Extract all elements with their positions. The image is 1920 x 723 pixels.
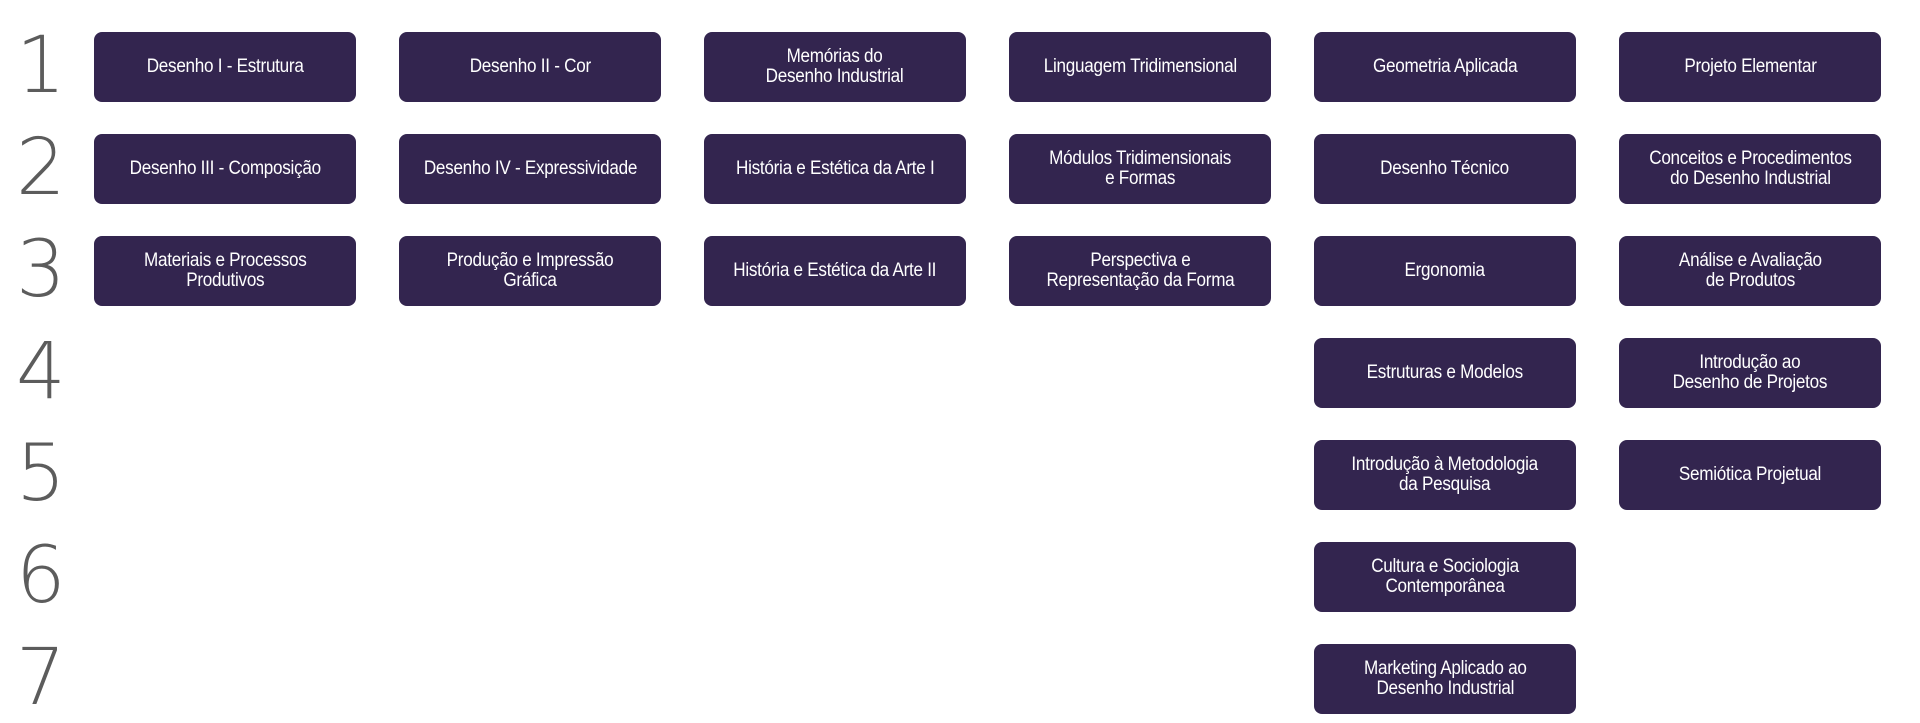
course-card[interactable]: Marketing Aplicado ao Desenho Industrial: [1314, 644, 1576, 714]
course-card[interactable]: Perspectiva e Representação da Forma: [1009, 236, 1271, 306]
course-card[interactable]: Memórias do Desenho Industrial: [704, 32, 966, 102]
row-number-5: 5: [16, 429, 66, 519]
course-card[interactable]: Introdução à Metodologia da Pesquisa: [1314, 440, 1576, 510]
course-label: Desenho II - Cor: [469, 56, 591, 77]
course-label: Cultura e Sociologia Contemporânea: [1371, 556, 1519, 597]
course-label: Materiais e Processos Produtivos: [143, 250, 307, 291]
course-label: Desenho IV - Expressividade: [423, 158, 637, 179]
course-card[interactable]: Desenho Técnico: [1314, 134, 1576, 204]
course-card[interactable]: Introdução ao Desenho de Projetos: [1619, 338, 1881, 408]
course-label: Introdução à Metodologia da Pesquisa: [1351, 454, 1539, 495]
course-label: Desenho Técnico: [1380, 158, 1510, 179]
course-label: História e Estética da Arte II: [733, 260, 937, 281]
course-label: Estruturas e Modelos: [1366, 362, 1524, 383]
course-card[interactable]: Análise e Avaliação de Produtos: [1619, 236, 1881, 306]
course-label: Perspectiva e Representação da Forma: [1046, 250, 1234, 291]
course-card[interactable]: Desenho I - Estrutura: [94, 32, 356, 102]
course-card[interactable]: Materiais e Processos Produtivos: [94, 236, 356, 306]
course-card[interactable]: Desenho II - Cor: [399, 32, 661, 102]
course-label: Desenho I - Estrutura: [146, 56, 304, 77]
course-card[interactable]: Ergonomia: [1314, 236, 1576, 306]
course-label: Introdução ao Desenho de Projetos: [1672, 352, 1828, 393]
row-number-4: 4: [16, 327, 66, 417]
course-label: Módulos Tridimensionais e Formas: [1049, 148, 1231, 189]
row-number-7: 7: [16, 633, 66, 723]
course-label: Ergonomia: [1404, 260, 1486, 281]
course-card[interactable]: História e Estética da Arte I: [704, 134, 966, 204]
course-card[interactable]: História e Estética da Arte II: [704, 236, 966, 306]
course-card[interactable]: Projeto Elementar: [1619, 32, 1881, 102]
row-number-6: 6: [16, 531, 66, 621]
course-card[interactable]: Conceitos e Procedimentos do Desenho Ind…: [1619, 134, 1881, 204]
course-label: Marketing Aplicado ao Desenho Industrial: [1363, 658, 1527, 699]
course-card[interactable]: Módulos Tridimensionais e Formas: [1009, 134, 1271, 204]
course-label: Conceitos e Procedimentos do Desenho Ind…: [1648, 148, 1852, 189]
course-card[interactable]: Desenho III - Composição: [94, 134, 356, 204]
course-card[interactable]: Semiótica Projetual: [1619, 440, 1881, 510]
course-label: Projeto Elementar: [1683, 56, 1817, 77]
course-label: Linguagem Tridimensional: [1043, 56, 1237, 77]
course-label: História e Estética da Arte I: [735, 158, 935, 179]
course-label: Produção e Impressão Gráfica: [446, 250, 614, 291]
course-card[interactable]: Estruturas e Modelos: [1314, 338, 1576, 408]
course-card[interactable]: Desenho IV - Expressividade: [399, 134, 661, 204]
course-label: Memórias do Desenho Industrial: [766, 46, 904, 87]
course-label: Análise e Avaliação de Produtos: [1678, 250, 1822, 291]
course-card[interactable]: Linguagem Tridimensional: [1009, 32, 1271, 102]
course-label: Desenho III - Composição: [129, 158, 321, 179]
course-card[interactable]: Geometria Aplicada: [1314, 32, 1576, 102]
course-label: Geometria Aplicada: [1372, 56, 1518, 77]
row-number-3: 3: [16, 225, 66, 315]
course-card[interactable]: Cultura e Sociologia Contemporânea: [1314, 542, 1576, 612]
row-number-1: 1: [16, 21, 66, 111]
course-card[interactable]: Produção e Impressão Gráfica: [399, 236, 661, 306]
course-label: Semiótica Projetual: [1678, 464, 1822, 485]
row-number-2: 2: [16, 123, 66, 213]
